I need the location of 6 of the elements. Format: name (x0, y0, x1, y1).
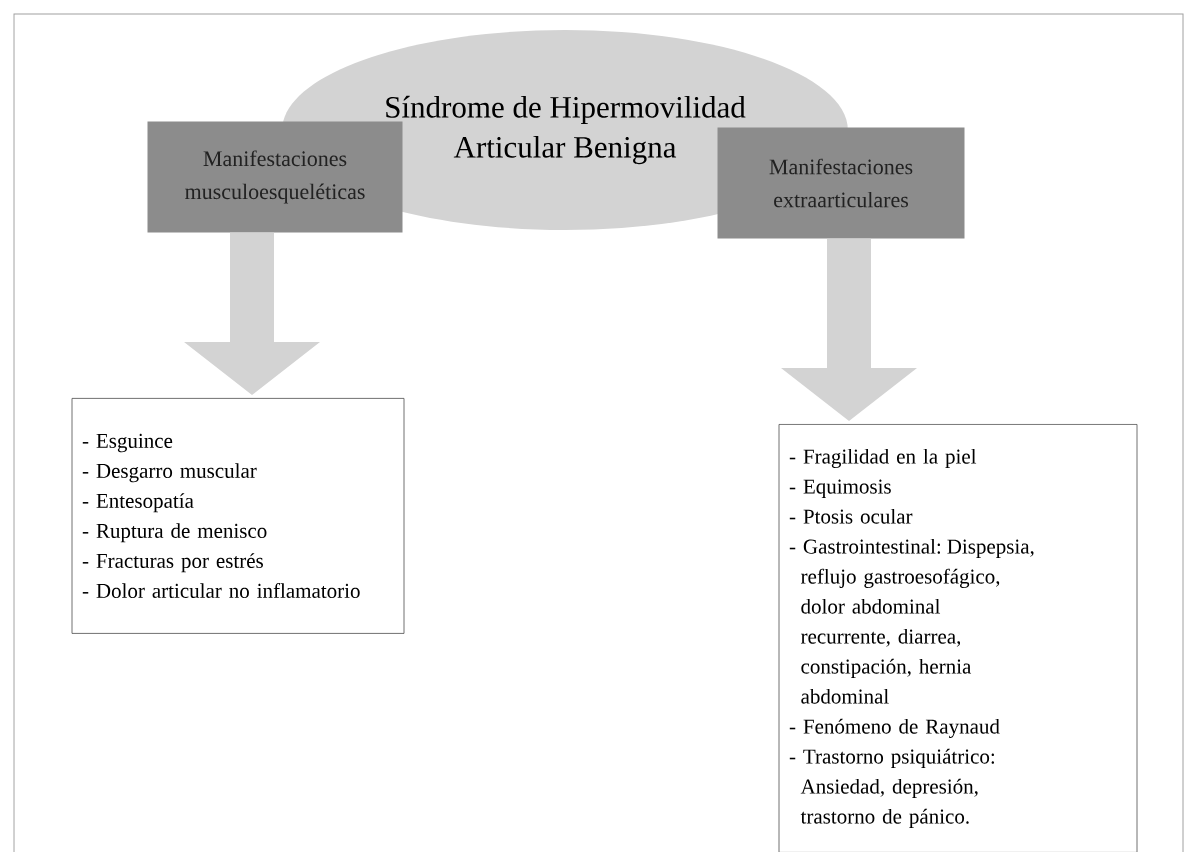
block-arrow (184, 232, 320, 395)
category-box: Manifestaciones extraarticulares (717, 127, 965, 239)
list-box: - Esguince - Desgarro muscular - Entesopatía - Ruptura de menisco - Fracturas por estrés - Dolor articular no inflamatorio (71, 398, 405, 634)
category-box: Manifestaciones musculoesqueléticas (147, 121, 403, 233)
list-box: - Fragilidad en la piel - Equimosis - Ptosis ocular - Gastrointestinal: Dispepsia, reflujo gastroesofágico, dolor abdominal recurrente, diarrea, constipación, hernia abdominal - Fenómeno de Raynaud - Trastorno psiquiátrico: Ansiedad, depresión, trastorno de pánico. (778, 424, 1138, 852)
block-arrow (781, 238, 917, 421)
